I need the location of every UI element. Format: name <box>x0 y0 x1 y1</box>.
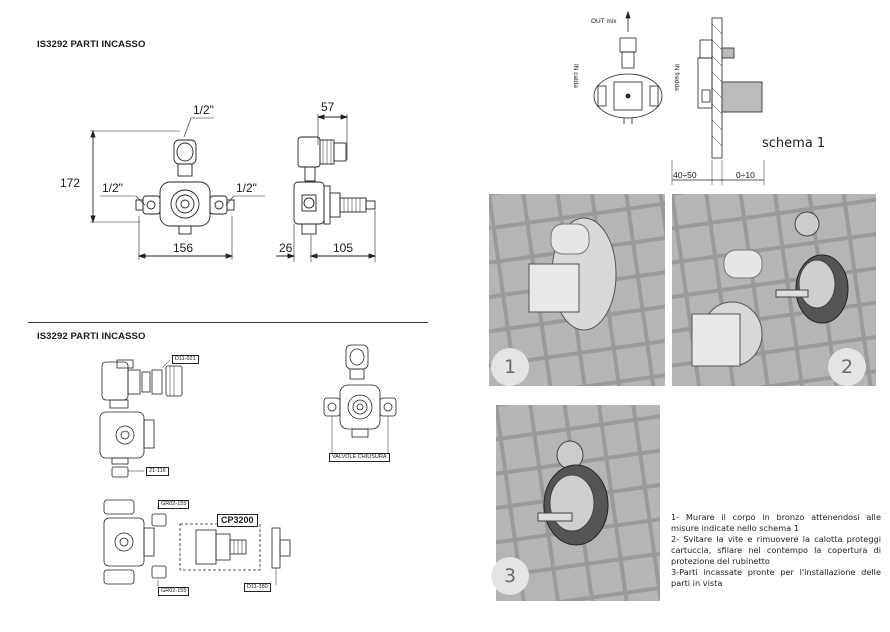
valve-shutoff-label: VALVOLE CHIUSURA <box>329 453 390 462</box>
code-tag-screw: D11-380 <box>244 583 271 592</box>
instruction-step-1: 1- Murare il corpo in bronzo attenendosi… <box>671 512 881 533</box>
left-thread-label: 1/2" <box>102 181 123 195</box>
schema-caption: schema 1 <box>762 136 826 151</box>
code-tag-nut: 21-116 <box>146 467 169 476</box>
section-divider <box>28 322 428 323</box>
depth-dimension: 105 <box>333 241 354 255</box>
top-drawing-title: IS3292 PARTI INCASSO <box>37 39 146 50</box>
code-tag-valve-bottom: GR02-155 <box>158 587 190 596</box>
right-thread-label: 1/2" <box>236 181 257 195</box>
offset-dimension: 26 <box>279 241 293 255</box>
step-1-photo <box>489 194 665 386</box>
step-badge-3: 3 <box>491 557 529 595</box>
width-dimension: 156 <box>173 241 194 255</box>
out-mix-label: OUT mix <box>591 18 617 25</box>
depth-top-dimension: 57 <box>321 100 335 114</box>
in-hot-label: IN calda <box>572 64 579 88</box>
step-badge-1: 1 <box>491 348 529 386</box>
step-badge-2: 2 <box>828 348 866 386</box>
height-dimension: 172 <box>60 176 81 190</box>
dimension-0-10: 0÷10 <box>736 170 755 180</box>
in-cold-label: IN fredda <box>673 64 680 91</box>
instruction-step-3: 3-Parti incassate pronte per l'installaz… <box>671 567 881 588</box>
step-2-photo <box>672 194 876 386</box>
top-thread-label: 1/2" <box>193 103 214 117</box>
code-tag-cap: D11-021 <box>172 355 199 364</box>
instructions-text: 1- Murare il corpo in bronzo attenendosi… <box>671 512 881 589</box>
code-tag-cartridge: CP3200 <box>217 514 258 527</box>
bottom-drawing-title: IS3292 PARTI INCASSO <box>37 331 146 342</box>
instruction-step-2: 2- Svitare la vite e rimuovere la calott… <box>671 534 881 566</box>
dimension-40-50: 40÷50 <box>673 170 697 180</box>
code-tag-valve-top: GR02-155 <box>158 500 190 509</box>
